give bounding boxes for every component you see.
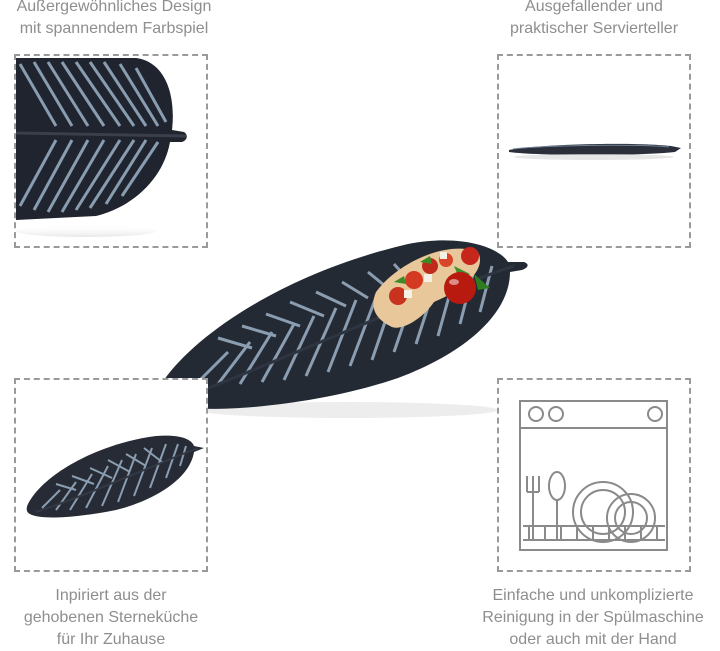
plate-topview-frame — [14, 378, 208, 572]
caption-line: Ausgefallender und — [525, 0, 663, 15]
plate-topview-image — [26, 435, 204, 518]
leaf-closeup-image — [16, 58, 187, 237]
detail-closeup-frame — [14, 54, 208, 248]
caption-line: Inpiriert aus der — [55, 587, 167, 604]
plate-side-image — [509, 143, 681, 160]
caption-line: Reinigung in der Spülmaschine — [482, 609, 704, 626]
caption-serving: Ausgefallender und praktischer Servierte… — [478, 0, 710, 40]
caption-inspired: Inpiriert aus der gehobenen Sterneküche … — [0, 585, 222, 651]
caption-line: praktischer Servierteller — [509, 20, 679, 37]
hero-plate-image — [163, 240, 528, 418]
caption-design: Außergewöhnliches Design mit spannendem … — [0, 0, 228, 40]
caption-line: mit spannendem Farbspiel — [19, 20, 209, 37]
dishwasher-icon — [519, 400, 668, 551]
caption-line: Außergewöhnliches Design — [16, 0, 212, 15]
caption-line: oder auch mit der Hand — [509, 631, 677, 648]
side-profile-frame — [497, 54, 691, 248]
dishwasher-frame — [497, 378, 691, 572]
caption-line: für Ihr Zuhause — [56, 631, 166, 648]
caption-cleaning: Einfache und unkomplizierte Reinigung in… — [466, 585, 720, 651]
caption-line: Einfache und unkomplizierte — [492, 587, 694, 604]
caption-line: gehobenen Sterneküche — [23, 609, 199, 626]
